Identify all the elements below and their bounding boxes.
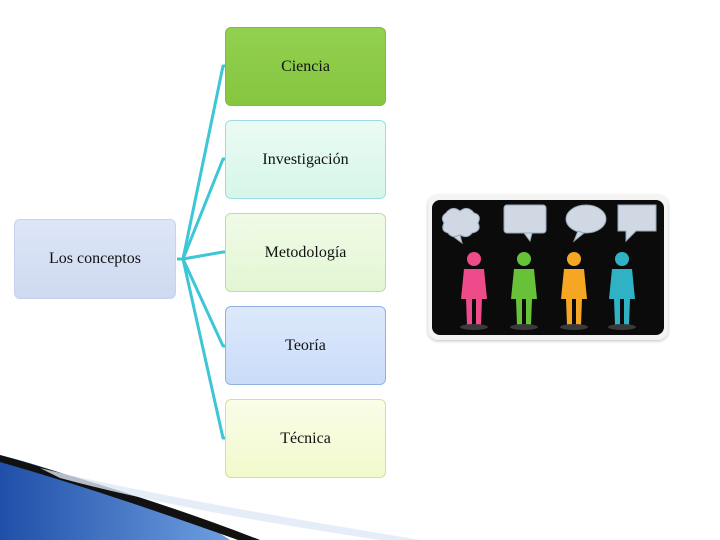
node-label: Teoría xyxy=(285,336,326,354)
node-label: Investigación xyxy=(262,150,349,168)
node-tecnica: Técnica xyxy=(225,399,386,478)
root-concept-box: Los conceptos xyxy=(14,219,176,299)
node-label: Metodología xyxy=(264,243,347,261)
node-metodologia: Metodología xyxy=(225,213,386,292)
node-teoria: Teoría xyxy=(225,306,386,385)
person-icon xyxy=(561,252,587,325)
person-icon xyxy=(511,252,537,325)
person-icon xyxy=(461,252,487,325)
node-label: Ciencia xyxy=(281,57,330,75)
node-ciencia: Ciencia xyxy=(225,27,386,106)
node-investigacion: Investigación xyxy=(225,120,386,199)
connector-tecnica xyxy=(177,257,226,440)
speech-bubble-icon xyxy=(441,204,657,245)
people-speech-bubbles-image xyxy=(428,195,668,340)
node-label: Técnica xyxy=(280,429,331,447)
root-concept-label: Los conceptos xyxy=(49,250,141,267)
person-icon xyxy=(609,252,635,325)
